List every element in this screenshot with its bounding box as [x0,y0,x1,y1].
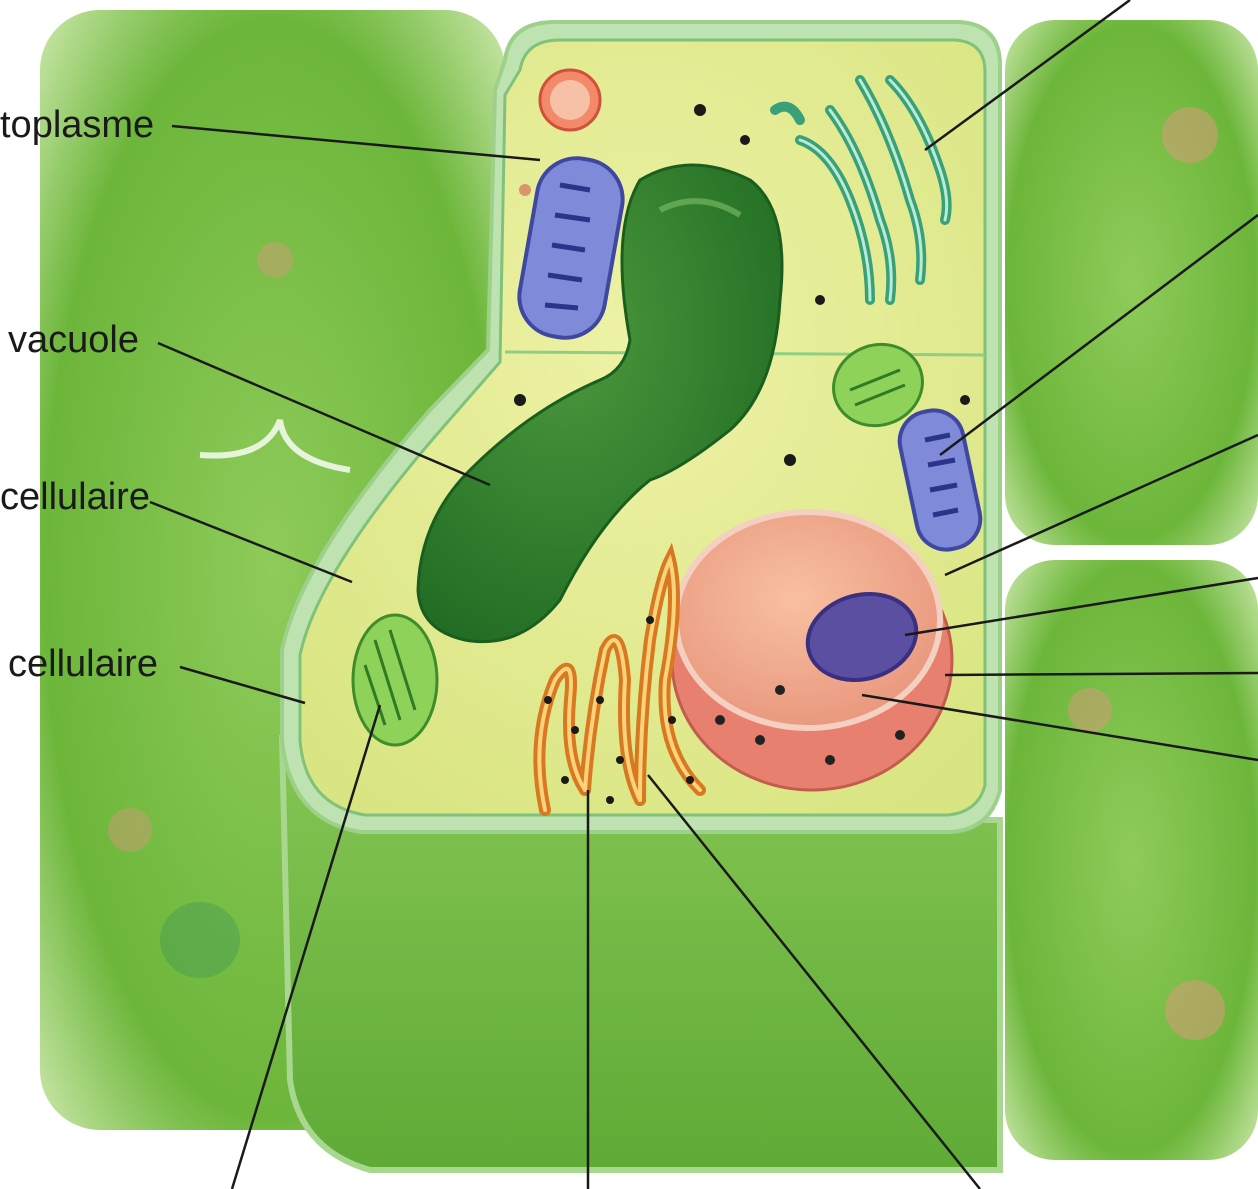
label-cytoplasm: toplasme [0,106,154,144]
label-cell-wall: cellulaire [0,478,150,516]
label-cell-membrane: cellulaire [8,645,158,683]
peroxisome [540,70,600,130]
label-vacuole: vacuole [8,321,139,359]
nucleus [672,512,952,790]
